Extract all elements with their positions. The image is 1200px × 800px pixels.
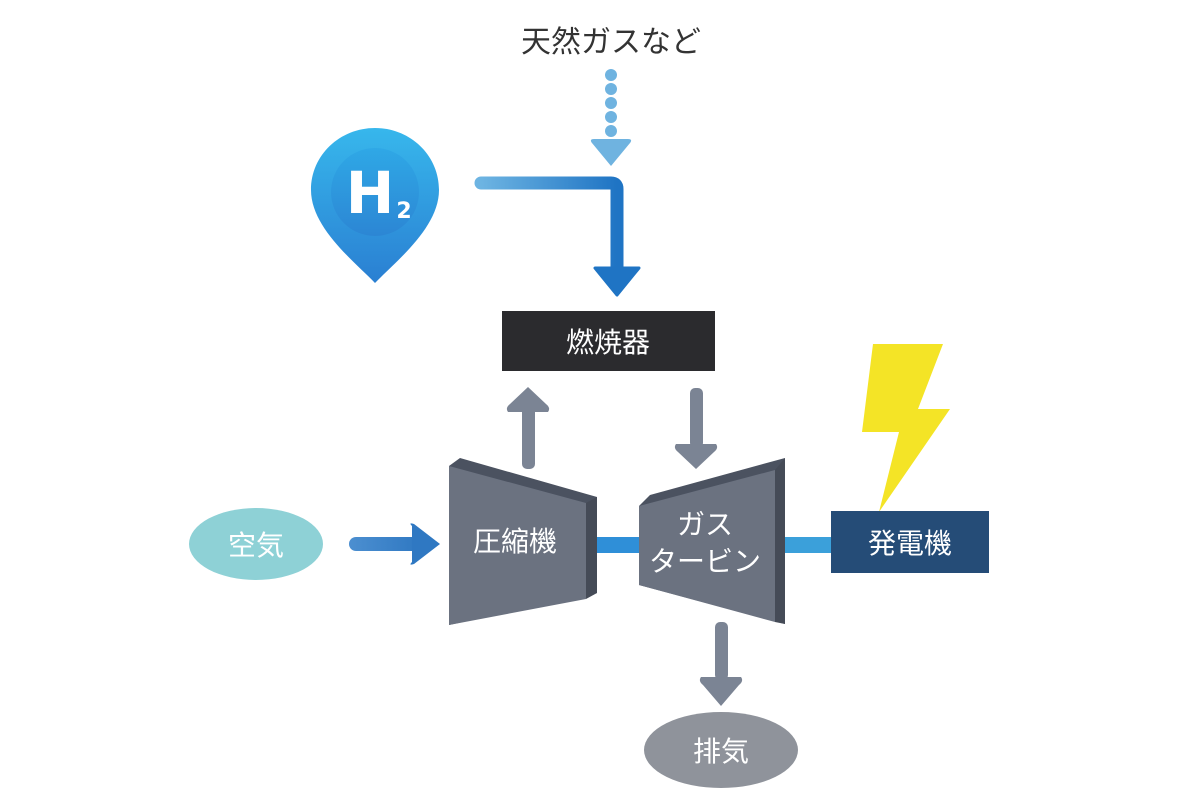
exhaust-ellipse: 排気 <box>644 712 798 788</box>
turbine-generator-shaft <box>785 537 835 553</box>
hydrogen-subscript: 2 <box>396 199 411 224</box>
generator-label: 発電機 <box>868 527 952 560</box>
lightning-bolt-icon <box>862 344 950 512</box>
generator-box: 発電機 <box>831 511 989 573</box>
compressor-block: 圧縮機 <box>449 458 597 625</box>
fuel-source-label: 天然ガスなど <box>521 25 701 60</box>
gas-turbine-block: ガス タービン <box>639 458 785 624</box>
air-intake-arrow <box>349 523 440 565</box>
compressor-label: 圧縮機 <box>473 525 557 558</box>
combustion-gas-down-arrow <box>674 388 718 469</box>
exhaust-label: 排気 <box>693 735 749 768</box>
hydrogen-symbol: H <box>346 159 395 227</box>
gas-turbine-label-line1: ガス <box>677 508 733 541</box>
exhaust-down-arrow <box>699 622 743 706</box>
gas-turbine-label-line2: タービン <box>649 545 761 578</box>
hydrogen-pin-icon: H 2 <box>311 128 439 283</box>
fuel-dotted-arrow <box>590 69 632 166</box>
compressor-turbine-shaft <box>590 537 646 553</box>
combustor-box: 燃焼器 <box>502 311 715 371</box>
air-label: 空気 <box>228 529 284 562</box>
compressed-air-up-arrow <box>506 387 550 469</box>
air-input-ellipse: 空気 <box>189 508 323 580</box>
combustor-label: 燃焼器 <box>566 326 650 359</box>
hydrogen-flow-arrow <box>474 176 641 297</box>
